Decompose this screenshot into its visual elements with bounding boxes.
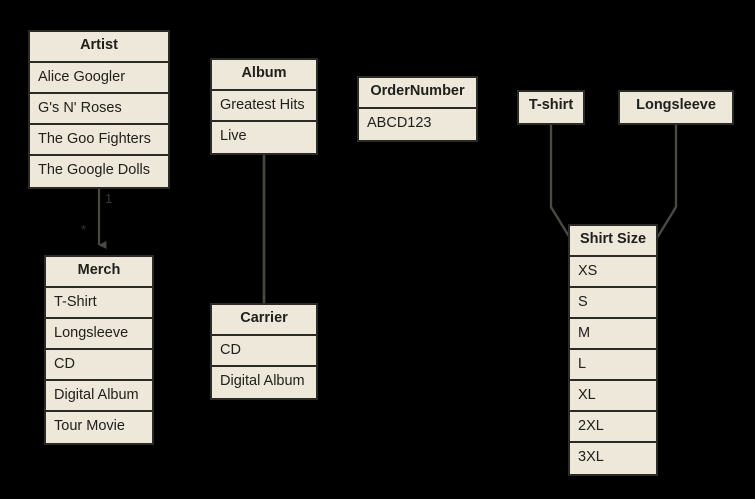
entity-shirtsize-row-6[interactable]: 3XL (570, 443, 656, 474)
entity-shirtsize-row-3[interactable]: L (570, 350, 656, 381)
entity-merch-row-4[interactable]: Tour Movie (46, 412, 152, 443)
entity-artist-row-1[interactable]: G's N' Roses (30, 94, 168, 125)
entity-carrier-row-1[interactable]: Digital Album (212, 367, 316, 398)
entity-artist-row-2[interactable]: The Goo Fighters (30, 125, 168, 156)
entity-artist-row-0[interactable]: Alice Googler (30, 63, 168, 94)
entity-shirtsize-row-2[interactable]: M (570, 319, 656, 350)
cardinality-label-many: * (81, 222, 87, 237)
entity-merch[interactable]: Merch T-Shirt Longsleeve CD Digital Albu… (44, 255, 154, 445)
entity-merch-title: Merch (46, 257, 152, 288)
entity-ordernumber[interactable]: OrderNumber ABCD123 (357, 76, 478, 142)
connector-longsleeve-shirtsize (655, 120, 678, 239)
entity-shirtsize-row-5[interactable]: 2XL (570, 412, 656, 443)
cardinality-label-one: 1 (105, 191, 113, 206)
entity-carrier[interactable]: Carrier CD Digital Album (210, 303, 318, 400)
entity-merch-row-1[interactable]: Longsleeve (46, 319, 152, 350)
entity-shirtsize-title: Shirt Size (570, 226, 656, 257)
entity-artist-title: Artist (30, 32, 168, 63)
entity-carrier-row-0[interactable]: CD (212, 336, 316, 367)
entity-tshirt[interactable]: T-shirt (517, 90, 585, 125)
entity-merch-row-2[interactable]: CD (46, 350, 152, 381)
entity-album-title: Album (212, 60, 316, 91)
entity-carrier-title: Carrier (212, 305, 316, 336)
entity-shirtsize-row-0[interactable]: XS (570, 257, 656, 288)
entity-album[interactable]: Album Greatest Hits Live (210, 58, 318, 155)
entity-longsleeve[interactable]: Longsleeve (618, 90, 734, 125)
entity-shirtsize-row-4[interactable]: XL (570, 381, 656, 412)
entity-merch-row-3[interactable]: Digital Album (46, 381, 152, 412)
entity-artist-row-3[interactable]: The Google Dolls (30, 156, 168, 187)
entity-album-row-0[interactable]: Greatest Hits (212, 91, 316, 122)
entity-shirtsize[interactable]: Shirt Size XS S M L XL 2XL 3XL (568, 224, 658, 476)
entity-shirtsize-row-1[interactable]: S (570, 288, 656, 319)
entity-merch-row-0[interactable]: T-Shirt (46, 288, 152, 319)
entity-tshirt-title: T-shirt (519, 92, 583, 123)
entity-ordernumber-row-0[interactable]: ABCD123 (359, 109, 476, 140)
entity-album-row-1[interactable]: Live (212, 122, 316, 153)
entity-longsleeve-title: Longsleeve (620, 92, 732, 123)
entity-artist[interactable]: Artist Alice Googler G's N' Roses The Go… (28, 30, 170, 189)
entity-ordernumber-title: OrderNumber (359, 78, 476, 109)
connector-tshirt-shirtsize (549, 120, 572, 239)
